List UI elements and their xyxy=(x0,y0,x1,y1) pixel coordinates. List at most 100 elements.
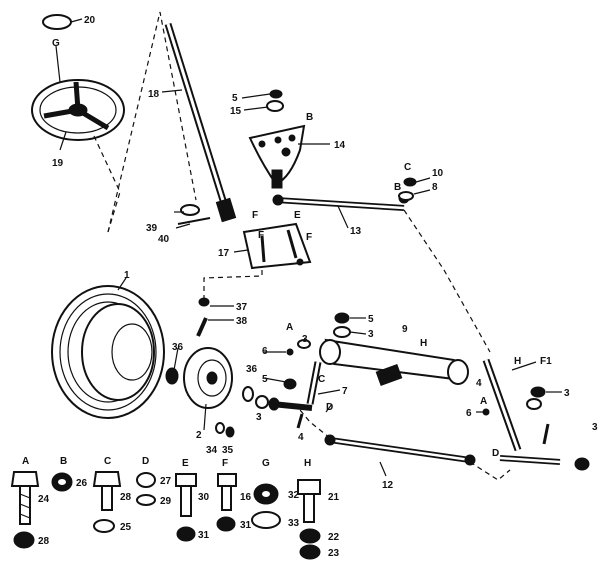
washer-part-3c xyxy=(255,395,269,409)
key-H: H xyxy=(304,458,311,469)
label-34: 34 xyxy=(206,445,218,456)
label-2: 2 xyxy=(196,430,202,441)
spindle-right xyxy=(482,358,561,465)
nut-part-3d xyxy=(268,397,280,411)
label-32: 32 xyxy=(288,490,300,501)
label-16: 16 xyxy=(240,492,252,503)
label-6-right: 6 xyxy=(466,408,472,419)
label-4-right: 4 xyxy=(476,378,482,389)
label-4-mid: 4 xyxy=(298,432,304,443)
label-C: C xyxy=(404,162,411,173)
ring-part-20 xyxy=(42,14,72,30)
steering-shaft xyxy=(164,22,237,223)
washer-part-39 xyxy=(180,204,200,216)
label-E: E xyxy=(294,210,301,221)
label-C-mid: C xyxy=(318,374,325,385)
label-10: 10 xyxy=(432,168,444,179)
label-9: 9 xyxy=(402,324,408,335)
label-31-left: 31 xyxy=(198,530,210,541)
bolt-part-38 xyxy=(196,317,208,337)
label-D-right: D xyxy=(492,448,499,459)
label-F-1: F xyxy=(252,210,258,221)
label-23: 23 xyxy=(328,548,340,559)
key-D: D xyxy=(142,456,149,467)
washer-part-3a xyxy=(333,326,351,338)
label-27: 27 xyxy=(160,476,172,487)
label-35: 35 xyxy=(222,445,234,456)
label-36-left: 36 xyxy=(172,342,184,353)
cap-part-35 xyxy=(225,426,235,438)
label-28: 28 xyxy=(120,492,132,503)
label-29: 29 xyxy=(160,496,172,507)
label-24: 24 xyxy=(38,494,50,505)
cotter-part-4 xyxy=(542,423,550,445)
label-14: 14 xyxy=(334,140,346,151)
label-F1: F1 xyxy=(540,356,552,367)
label-3-far: 3 xyxy=(592,422,598,433)
washer-part-3b xyxy=(297,339,311,349)
label-22: 22 xyxy=(328,532,340,543)
front-wheel xyxy=(51,285,165,419)
label-31-right: 31 xyxy=(240,520,252,531)
label-5-mid: 5 xyxy=(262,374,268,385)
screw-part-5-top xyxy=(269,89,283,99)
label-G-wheel: G xyxy=(52,38,60,49)
front-axle xyxy=(319,338,469,386)
label-33: 33 xyxy=(288,518,300,529)
drag-link xyxy=(272,192,410,211)
bearing-part-36b xyxy=(242,386,254,402)
label-18: 18 xyxy=(148,89,160,100)
label-B-right: B xyxy=(394,182,401,193)
bearing-part-36 xyxy=(165,367,179,385)
label-30: 30 xyxy=(198,492,210,503)
label-36-right: 36 xyxy=(246,364,258,375)
label-40: 40 xyxy=(158,234,170,245)
washer-part-9 xyxy=(398,191,414,201)
label-1: 1 xyxy=(124,270,130,281)
label-3-low: 3 xyxy=(256,412,262,423)
label-19: 19 xyxy=(52,158,64,169)
label-20: 20 xyxy=(84,15,96,26)
key-B: B xyxy=(60,456,67,467)
key-C: C xyxy=(104,456,111,467)
steering-bracket xyxy=(242,222,312,270)
label-38: 38 xyxy=(236,316,248,327)
nut-part-5b xyxy=(283,378,297,390)
label-7: 7 xyxy=(342,386,348,397)
label-5-top: 5 xyxy=(232,93,238,104)
label-A-right: A xyxy=(480,396,487,407)
label-H-axle: H xyxy=(420,338,427,349)
label-28b: 28 xyxy=(38,536,50,547)
wheel-hub xyxy=(183,347,233,409)
label-F-2: F xyxy=(258,230,264,241)
pin-part-6a xyxy=(286,348,294,356)
key-E: E xyxy=(182,458,189,469)
nut-part-5c xyxy=(530,386,546,398)
key-G: G xyxy=(262,458,270,469)
cotter-part-4b xyxy=(296,413,304,429)
washer-part-3e xyxy=(526,398,542,410)
label-13: 13 xyxy=(350,226,362,237)
label-26: 26 xyxy=(76,478,88,489)
label-6-mid: 6 xyxy=(262,346,268,357)
pin-part-40 xyxy=(177,217,211,225)
label-21: 21 xyxy=(328,492,340,503)
washer-part-34 xyxy=(215,422,225,434)
label-H-right: H xyxy=(514,356,521,367)
label-F-3: F xyxy=(306,232,312,243)
steering-wheel xyxy=(31,79,125,141)
leader-lines xyxy=(55,18,562,477)
sector-gear xyxy=(248,124,306,189)
nut-part-15 xyxy=(266,100,284,112)
key-F: F xyxy=(222,458,228,469)
part-labels: 20 G 19 18 5 15 B 14 C 10 B 8 13 39 40 F… xyxy=(22,15,598,559)
nut-part-10 xyxy=(403,177,417,187)
nut-part-3f xyxy=(574,457,590,471)
label-25: 25 xyxy=(120,522,132,533)
hardware-key xyxy=(10,471,321,560)
label-D-mid: D xyxy=(326,402,333,413)
label-3-axle: 3 xyxy=(368,329,374,340)
key-A: A xyxy=(22,456,29,467)
label-5-axle: 5 xyxy=(368,314,374,325)
label-3-mid: 3 xyxy=(302,334,308,345)
